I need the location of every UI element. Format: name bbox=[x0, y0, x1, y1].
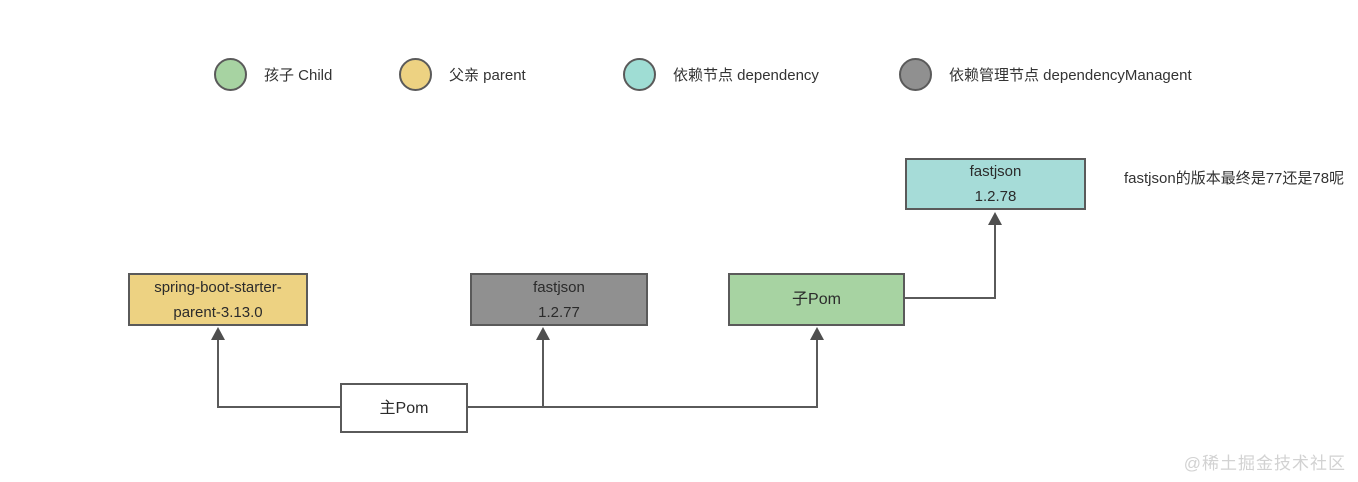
connector-child-to-fastjson78-horizontal bbox=[903, 297, 996, 299]
node-child-pom-label: 子Pom bbox=[792, 291, 841, 308]
node-fastjson-1-2-78-name: fastjson bbox=[969, 163, 1022, 180]
connector-main-to-child-vertical bbox=[816, 337, 818, 408]
node-fastjson-1-2-77-name: fastjson bbox=[533, 278, 585, 296]
node-main-pom: 主Pom bbox=[340, 383, 468, 433]
dependency-color-circle-icon bbox=[623, 57, 656, 91]
legend-label-child: 孩子 Child bbox=[264, 66, 333, 84]
arrowhead-up-depmgmt-icon bbox=[536, 327, 550, 340]
legend-item-child: 孩子 Child bbox=[214, 56, 332, 92]
node-fastjson-1-2-78-version: 1.2.78 bbox=[974, 188, 1017, 205]
legend-item-dependency: 依赖节点 dependency bbox=[623, 56, 819, 92]
version-question-annotation: fastjson的版本最终是77还是78呢 bbox=[1124, 170, 1345, 187]
juejin-watermark: @稀土掘金技术社区 bbox=[1183, 454, 1346, 473]
connector-main-to-parent-vertical bbox=[217, 337, 219, 408]
legend-item-dependency-management: 依赖管理节点 dependencyManagent bbox=[899, 56, 1192, 92]
node-spring-parent-line2: parent-3.13.0 bbox=[173, 303, 263, 321]
connector-main-to-parent-horizontal bbox=[217, 406, 340, 408]
child-color-circle-icon bbox=[214, 57, 247, 91]
arrowhead-up-fastjson78-icon bbox=[988, 212, 1002, 225]
connector-child-to-fastjson78-vertical bbox=[994, 222, 996, 299]
node-fastjson-1-2-77-version: 1.2.77 bbox=[538, 303, 580, 321]
legend-label-dependency: 依赖节点 dependency bbox=[673, 66, 819, 84]
legend-label-dependency-management: 依赖管理节点 dependencyManagent bbox=[949, 66, 1192, 84]
arrowhead-up-parent-icon bbox=[211, 327, 225, 340]
legend-item-parent: 父亲 parent bbox=[399, 56, 526, 92]
node-spring-parent-line1: spring-boot-starter- bbox=[154, 278, 282, 296]
parent-color-circle-icon bbox=[399, 57, 432, 91]
node-spring-boot-starter-parent: spring-boot-starter- parent-3.13.0 bbox=[128, 273, 308, 326]
dependency-management-color-circle-icon bbox=[899, 57, 932, 91]
connector-main-to-depmgmt-vertical bbox=[542, 337, 544, 408]
node-child-pom: 子Pom bbox=[728, 273, 905, 326]
node-fastjson-1-2-78: fastjson 1.2.78 bbox=[905, 158, 1086, 210]
node-fastjson-1-2-77: fastjson 1.2.77 bbox=[470, 273, 648, 326]
node-main-pom-label: 主Pom bbox=[379, 399, 429, 417]
legend-label-parent: 父亲 parent bbox=[449, 66, 526, 84]
arrowhead-up-child-icon bbox=[810, 327, 824, 340]
connector-main-right-horizontal bbox=[466, 406, 818, 408]
